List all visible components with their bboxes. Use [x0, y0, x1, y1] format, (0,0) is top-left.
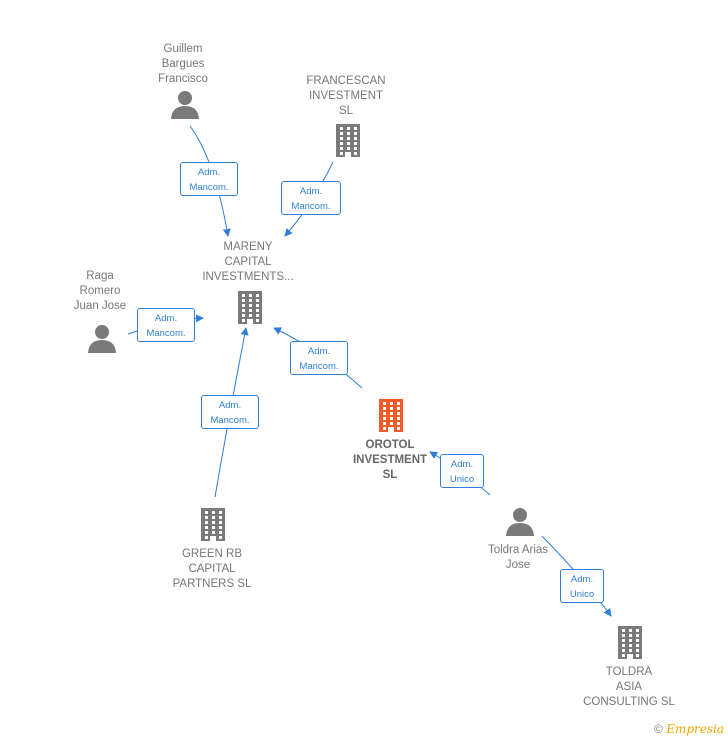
building-icon[interactable]: [198, 506, 228, 547]
person-icon[interactable]: [170, 89, 200, 124]
node-label-raga[interactable]: Raga Romero Juan Jose: [73, 270, 127, 312]
building-icon[interactable]: [615, 624, 645, 665]
building-icon[interactable]: [235, 289, 265, 330]
footer-brand: © Empresia: [654, 722, 724, 736]
copyright-symbol: ©: [654, 722, 663, 736]
edge-label-orotol-to-mareny[interactable]: Adm. Mancom.: [290, 341, 348, 375]
person-icon[interactable]: [505, 506, 535, 541]
node-label-guillem[interactable]: Guillem Bargues Francisco: [158, 43, 208, 85]
brand-name: Empresia: [666, 722, 724, 736]
node-label-toldra_jose[interactable]: Toldra Arias Jose: [487, 544, 549, 571]
building-icon[interactable]: [333, 122, 363, 163]
person-icon[interactable]: [87, 323, 117, 358]
building-icon[interactable]: [376, 397, 406, 438]
node-label-greenrb[interactable]: GREEN RB CAPITAL PARTNERS SL: [172, 548, 252, 590]
edge-label-toldra_jose-to-orotol[interactable]: Adm. Unico: [440, 454, 484, 488]
edge-label-raga-to-mareny[interactable]: Adm. Mancom.: [137, 308, 195, 342]
node-label-orotol[interactable]: OROTOL INVESTMENT SL: [352, 439, 428, 481]
node-label-mareny[interactable]: MARENY CAPITAL INVESTMENTS...: [202, 241, 294, 283]
node-label-francescan[interactable]: FRANCESCAN INVESTMENT SL: [306, 75, 386, 117]
edge-label-guillem-to-mareny[interactable]: Adm. Mancom.: [180, 162, 238, 196]
edge-label-francescan-to-mareny[interactable]: Adm. Mancom.: [281, 181, 341, 215]
edge-label-greenrb-to-mareny[interactable]: Adm. Mancom.: [201, 395, 259, 429]
edge-label-toldra_jose-to-toldra_asia[interactable]: Adm. Unico: [560, 569, 604, 603]
node-label-toldra_asia[interactable]: TOLDRA ASIA CONSULTING SL: [583, 666, 675, 708]
